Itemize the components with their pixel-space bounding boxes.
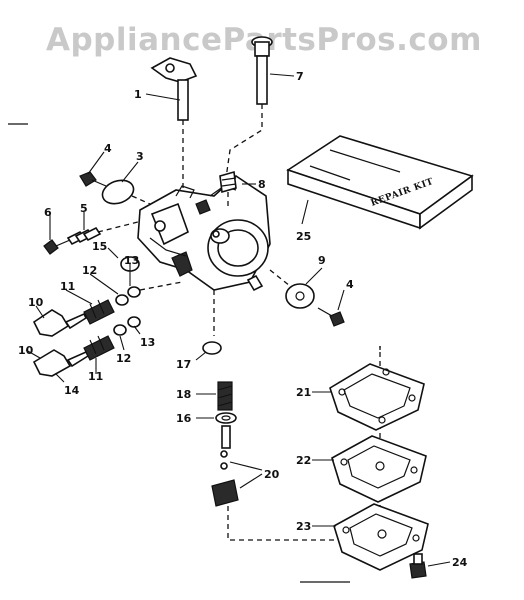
part-21-gasket	[329, 363, 425, 431]
callout-3: 3	[136, 150, 144, 163]
callout-14: 14	[64, 384, 80, 397]
part-22-diaphragm	[331, 435, 427, 503]
part-12-washer-upper	[115, 294, 129, 306]
part-9-cover	[269, 269, 315, 309]
part-16-washer	[215, 412, 237, 424]
callout-7: 7	[296, 70, 304, 83]
part-4-screw-right	[317, 307, 345, 327]
callout-10-upper: 10	[28, 296, 44, 309]
part-12-washer-lower	[113, 324, 127, 336]
callout-4-right: 4	[346, 278, 354, 291]
part-13-oring-upper	[127, 281, 183, 298]
part-23-diaphragm	[333, 503, 429, 571]
callout-5: 5	[80, 202, 88, 215]
callout-15: 15	[92, 240, 107, 253]
part-18-spring	[217, 381, 233, 411]
carburetor-body	[137, 174, 271, 292]
callout-11-lower: 11	[88, 370, 103, 383]
part-3-plate	[101, 179, 151, 205]
part-4-screw-upper	[79, 171, 107, 187]
callout-9: 9	[318, 254, 326, 267]
callout-24: 24	[452, 556, 468, 569]
callout-10-lower: 10	[18, 344, 34, 357]
callout-23: 23	[296, 520, 311, 533]
part-24-screw	[409, 553, 427, 579]
callout-20: 20	[264, 468, 280, 481]
callout-17: 17	[176, 358, 191, 371]
part-7-choke-shaft	[225, 36, 273, 179]
callout-18: 18	[176, 388, 191, 401]
callout-8: 8	[258, 178, 266, 191]
callout-6: 6	[44, 206, 52, 219]
callout-22: 22	[296, 454, 311, 467]
callout-25: 25	[296, 230, 311, 243]
callout-11-upper: 11	[60, 280, 75, 293]
part-17-plug	[202, 341, 222, 355]
callout-21: 21	[296, 386, 311, 399]
part-1-throttle-shaft	[150, 57, 198, 190]
part-11-spring-upper	[83, 299, 115, 325]
callout-12-upper: 12	[82, 264, 97, 277]
part-25-repair-kit: REPAIR KIT	[286, 135, 474, 230]
part-11-spring-lower	[83, 335, 115, 361]
callout-4-upper: 4	[104, 142, 112, 155]
part-10-needle-lower	[32, 349, 90, 377]
callout-12-lower: 12	[116, 352, 131, 365]
callout-16: 16	[176, 412, 192, 425]
callout-13-lower: 13	[140, 336, 155, 349]
part-6-screw-left	[43, 239, 71, 255]
callouts: 1 7 4 3 8 5 6 15 25 9 4 13 12 11 10 13 1	[18, 70, 468, 569]
part-13-oring-lower	[127, 316, 141, 328]
callout-13-upper: 13	[124, 254, 139, 267]
callout-1: 1	[134, 88, 142, 101]
part-5-spring	[66, 221, 139, 246]
part-8-needle-seat	[219, 170, 237, 206]
